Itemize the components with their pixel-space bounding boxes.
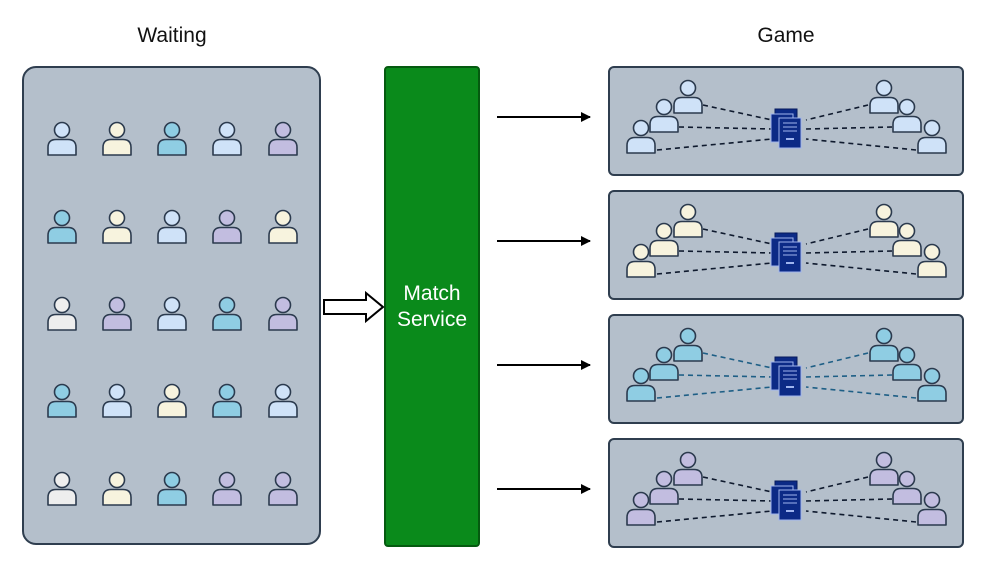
connection-line	[702, 104, 773, 121]
match-service-label-line1: Match	[403, 281, 461, 305]
game-player-icon	[892, 470, 922, 505]
waiting-player-icon	[268, 383, 298, 418]
server-icon	[770, 108, 802, 149]
game-player-icon	[869, 451, 899, 486]
game-player-icon	[626, 119, 656, 154]
connection-line	[702, 352, 773, 369]
waiting-player-icon	[47, 383, 77, 418]
connection-line	[805, 352, 869, 369]
waiting-player-icon	[212, 296, 242, 331]
connection-line	[678, 126, 773, 130]
waiting-player-icon	[47, 121, 77, 156]
connection-line	[805, 104, 869, 121]
server-icon	[770, 232, 802, 273]
game-player-icon	[892, 222, 922, 257]
connection-line	[702, 476, 773, 493]
connection-line	[656, 386, 773, 399]
game-player-icon	[892, 98, 922, 133]
game-player-icon	[892, 346, 922, 381]
waiting-player-icon	[102, 209, 132, 244]
waiting-player-icon	[47, 296, 77, 331]
match-service-box: Match Service	[384, 66, 480, 547]
game-player-icon	[917, 243, 947, 278]
waiting-player-icon	[212, 121, 242, 156]
game-player-icon	[626, 243, 656, 278]
connection-line	[805, 386, 917, 399]
waiting-player-icon	[212, 471, 242, 506]
server-icon	[770, 356, 802, 397]
connection-line	[805, 138, 917, 151]
connection-line	[678, 250, 773, 254]
game-player-icon	[917, 491, 947, 526]
waiting-player-icon	[268, 121, 298, 156]
waiting-player-icon	[102, 121, 132, 156]
connection-line	[805, 510, 917, 523]
waiting-player-icon	[102, 383, 132, 418]
connection-line	[805, 228, 869, 245]
connection-line	[678, 374, 773, 378]
game-player-icon	[673, 79, 703, 114]
waiting-player-icon	[268, 209, 298, 244]
game-player-icon	[869, 203, 899, 238]
connection-line	[678, 498, 773, 502]
waiting-player-icon	[102, 471, 132, 506]
game-instance	[626, 203, 947, 278]
connection-line	[805, 262, 917, 275]
game-player-icon	[626, 491, 656, 526]
waiting-player-icon	[157, 209, 187, 244]
waiting-player-icon	[268, 471, 298, 506]
waiting-player-icon	[47, 471, 77, 506]
match-service-label-line2: Service	[396, 307, 468, 331]
game-player-icon	[673, 451, 703, 486]
hollow-arrow-icon	[323, 290, 385, 324]
waiting-player-icon	[157, 471, 187, 506]
connection-line	[702, 228, 773, 245]
game-instance	[626, 451, 947, 526]
connection-line	[656, 510, 773, 523]
game-player-icon	[869, 327, 899, 362]
game-player-icon	[626, 367, 656, 402]
game-player-icon	[649, 98, 679, 133]
waiting-player-icon	[268, 296, 298, 331]
waiting-player-icon	[212, 209, 242, 244]
game-player-icon	[917, 367, 947, 402]
game-instance	[626, 327, 947, 402]
game-instance	[626, 79, 947, 154]
waiting-player-icon	[157, 296, 187, 331]
connection-line	[656, 138, 773, 151]
connection-line	[805, 374, 893, 378]
connection-line	[805, 476, 869, 493]
game-player-icon	[673, 203, 703, 238]
server-icon	[770, 480, 802, 521]
waiting-player-icon	[47, 209, 77, 244]
waiting-player-icon	[157, 383, 187, 418]
game-player-icon	[649, 346, 679, 381]
waiting-player-icon	[212, 383, 242, 418]
connection-line	[805, 250, 893, 254]
game-player-icon	[649, 222, 679, 257]
connection-line	[805, 126, 893, 130]
connection-line	[656, 262, 773, 275]
game-player-icon	[917, 119, 947, 154]
game-player-icon	[869, 79, 899, 114]
waiting-player-icon	[157, 121, 187, 156]
game-player-icon	[649, 470, 679, 505]
game-player-icon	[673, 327, 703, 362]
waiting-title: Waiting	[137, 24, 207, 47]
connection-line	[805, 498, 893, 502]
waiting-player-icon	[102, 296, 132, 331]
game-title: Game	[757, 24, 815, 47]
